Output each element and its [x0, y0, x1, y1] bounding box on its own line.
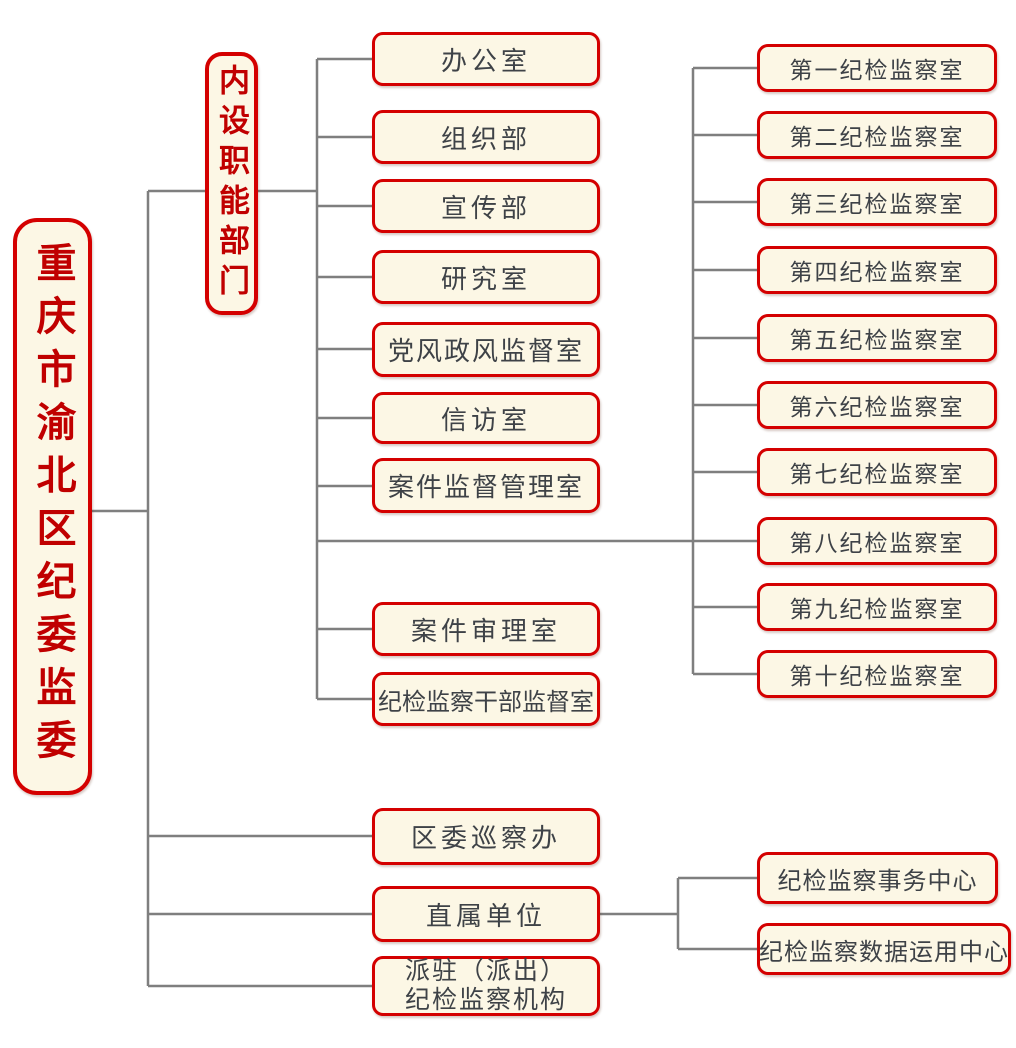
node-label: 第五纪检监察室 — [789, 328, 965, 353]
node-label: 直属单位 — [425, 901, 546, 931]
node-directly-affiliated-units: 直属单位 — [372, 886, 600, 942]
node-label: 宣传部 — [440, 193, 531, 223]
node-inspection-office-3: 第三纪检监察室 — [757, 178, 997, 226]
node-data-application-center: 纪检监察数据运用中心 — [757, 923, 1011, 975]
node-research-office: 研究室 — [372, 250, 600, 304]
node-internal-functions-group: 内设职能部门 — [205, 52, 258, 315]
node-inspection-office-9: 第九纪检监察室 — [757, 583, 997, 631]
node-petition-office: 信访室 — [372, 392, 600, 444]
node-inspection-office-8: 第八纪检监察室 — [757, 517, 997, 565]
node-label: 区委巡察办 — [410, 824, 561, 853]
node-label: 第八纪检监察室 — [789, 531, 965, 556]
node-party-conduct-supervision-office: 党风政风监督室 — [372, 322, 600, 377]
node-label: 纪检监察事务中心 — [777, 868, 978, 895]
node-root-commission: 重庆市渝北区纪委监委 — [13, 218, 92, 795]
node-label: 纪检监察数据运用中心 — [759, 939, 1009, 966]
node-label-line2: 纪检监察机构 — [404, 987, 567, 1014]
node-label: 第一纪检监察室 — [789, 58, 965, 83]
node-label: 党风政风监督室 — [387, 337, 584, 366]
node-label: 内设职能部门 — [214, 63, 249, 304]
node-district-inspection-office: 区委巡察办 — [372, 808, 600, 865]
node-general-office: 办公室 — [372, 32, 600, 86]
node-inspection-office-1: 第一纪检监察室 — [757, 44, 997, 92]
node-label: 第三纪检监察室 — [789, 192, 965, 217]
node-case-review-office: 案件审理室 — [372, 602, 600, 656]
node-inspection-office-7: 第七纪检监察室 — [757, 448, 997, 496]
node-inspection-office-5: 第五纪检监察室 — [757, 314, 997, 362]
node-label: 案件审理室 — [410, 616, 561, 646]
node-label: 第七纪检监察室 — [789, 462, 965, 487]
node-label: 第二纪检监察室 — [789, 125, 965, 150]
node-label: 案件监督管理室 — [387, 473, 584, 502]
node-inspection-office-10: 第十纪检监察室 — [757, 650, 997, 698]
node-cadre-supervision-office: 纪检监察干部监督室 — [372, 672, 600, 726]
node-case-supervision-management-office: 案件监督管理室 — [372, 458, 600, 513]
node-propaganda-dept: 宣传部 — [372, 179, 600, 233]
node-label-line1: 派驻（派出） — [404, 958, 567, 985]
node-label: 第十纪检监察室 — [789, 664, 965, 689]
node-affairs-center: 纪检监察事务中心 — [757, 852, 998, 904]
node-organization-dept: 组织部 — [372, 110, 600, 164]
node-label: 第九纪检监察室 — [789, 597, 965, 622]
node-inspection-office-2: 第二纪检监察室 — [757, 111, 997, 159]
node-label: 第六纪检监察室 — [789, 395, 965, 420]
node-inspection-office-6: 第六纪检监察室 — [757, 381, 997, 429]
node-label: 第四纪检监察室 — [789, 260, 965, 285]
node-dispatched-agencies: 派驻（派出） 纪检监察机构 — [372, 956, 600, 1016]
node-label: 办公室 — [440, 46, 531, 76]
node-inspection-office-4: 第四纪检监察室 — [757, 246, 997, 294]
node-label: 重庆市渝北区纪委监委 — [30, 241, 76, 772]
node-label: 纪检监察干部监督室 — [378, 689, 594, 716]
node-label: 组织部 — [440, 124, 531, 154]
node-label: 研究室 — [440, 264, 531, 294]
node-label: 信访室 — [440, 405, 531, 435]
